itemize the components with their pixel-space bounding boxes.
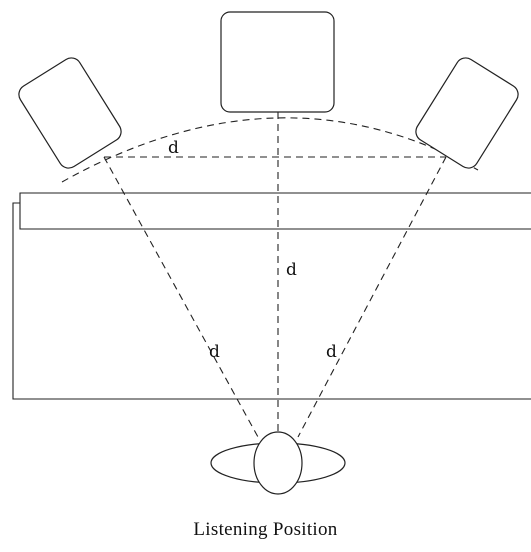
left-speaker: [18, 57, 122, 169]
distance-lines: [103, 112, 447, 438]
speaker-arc: [61, 117, 479, 183]
distance-label-right: d: [326, 342, 337, 362]
desk-shelf: [19, 192, 531, 230]
right-distance-line: [297, 156, 447, 438]
speakers: [18, 11, 519, 169]
distance-label-center: d: [286, 260, 297, 280]
center-speaker: [220, 11, 335, 113]
left-distance-line: [103, 156, 259, 438]
distance-label-left: d: [209, 342, 220, 362]
distance-label-between-speakers: d: [168, 138, 179, 158]
listening-position-caption: Listening Position: [193, 519, 338, 540]
right-speaker: [415, 57, 519, 169]
desk-body: [12, 202, 531, 400]
listener: [210, 431, 346, 495]
listener-head: [253, 431, 303, 495]
desk: [12, 192, 531, 400]
